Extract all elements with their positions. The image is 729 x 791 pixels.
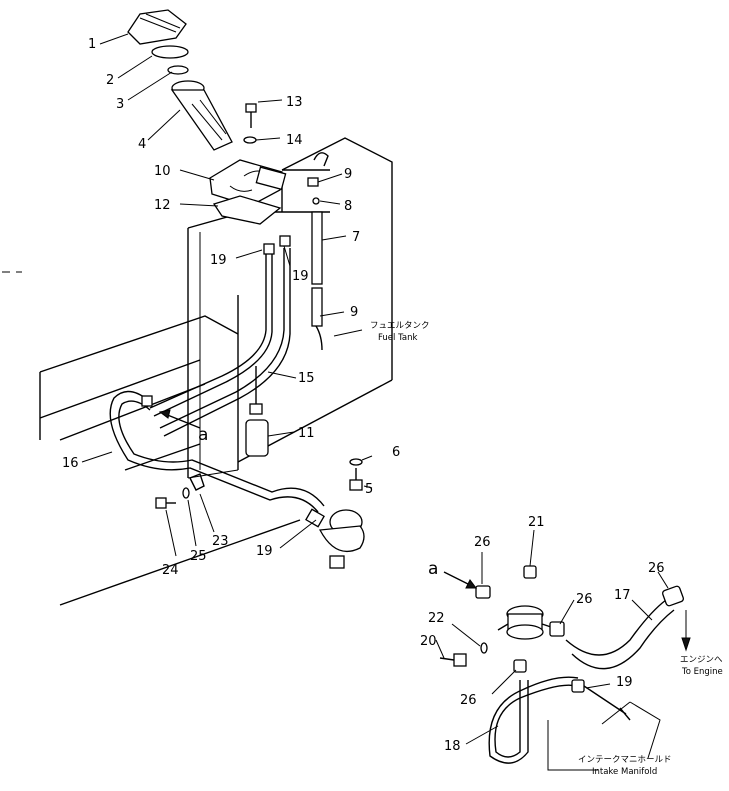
hose-18-b bbox=[488, 676, 579, 764]
callout-19-b: 19 bbox=[292, 269, 309, 284]
callout-19-d: 19 bbox=[616, 675, 633, 690]
a-arrow-upper-head bbox=[158, 409, 171, 419]
ring-2 bbox=[167, 65, 189, 75]
pump-lower bbox=[305, 508, 365, 569]
pipe-left-b bbox=[153, 254, 273, 417]
hose-17 bbox=[565, 599, 667, 656]
callout-7: 7 bbox=[352, 230, 360, 245]
callout-24: 24 bbox=[162, 563, 179, 578]
gasket-12 bbox=[212, 195, 282, 225]
callout-1: 4 bbox=[138, 137, 146, 152]
callout-19-a: 19 bbox=[210, 253, 227, 268]
fitting-9-top bbox=[307, 177, 319, 187]
clamp-26-c bbox=[513, 659, 527, 673]
callout-19-c: 19 bbox=[256, 544, 273, 559]
gasket-4 bbox=[151, 45, 189, 59]
fitting-19-a bbox=[263, 243, 275, 255]
bolt-20 bbox=[439, 653, 467, 667]
callout-8: 8 bbox=[344, 199, 352, 214]
to-engine-arrow bbox=[681, 637, 691, 652]
callout-23: 23 bbox=[212, 534, 229, 549]
clamp-26-a bbox=[475, 585, 491, 599]
washer-22 bbox=[480, 642, 488, 654]
callout-9-lower: 9 bbox=[350, 305, 358, 320]
callout-25: 25 bbox=[190, 549, 207, 564]
a-arrow-lower-head bbox=[465, 579, 477, 589]
bolt-5 bbox=[349, 468, 363, 491]
filler-cap bbox=[127, 9, 187, 45]
callout-21: 21 bbox=[528, 515, 545, 530]
fuel-tank bbox=[187, 137, 393, 479]
clamp-19-lower bbox=[571, 679, 585, 693]
to-engine-jp: エンジンへ bbox=[680, 655, 723, 665]
fuel-tank-jp: フュエルタンク bbox=[370, 321, 430, 331]
breather-bracket bbox=[313, 152, 329, 167]
pipe-15 bbox=[159, 248, 285, 429]
clamp-26-d bbox=[662, 585, 684, 607]
callout-2: 3 bbox=[116, 97, 124, 112]
callout-a-upper: a bbox=[198, 425, 208, 445]
nut-21 bbox=[523, 565, 537, 579]
hose-end bbox=[141, 395, 153, 407]
fuel-tank-en: Fuel Tank bbox=[378, 333, 417, 343]
hose-16-b bbox=[118, 400, 325, 507]
hose-16 bbox=[109, 390, 319, 513]
washer-25 bbox=[182, 487, 190, 499]
pipe-left bbox=[149, 254, 267, 409]
clamp-23 bbox=[189, 473, 205, 491]
callout-a-lower: a bbox=[428, 559, 438, 579]
callout-labels: 1 2 3 4 5 6 7 8 9 9 10 11 12 13 14 15 16… bbox=[62, 37, 665, 754]
pipe-15-b bbox=[163, 248, 291, 437]
intake-jp: インテークマニホールド bbox=[578, 755, 672, 765]
washer-14 bbox=[243, 136, 257, 144]
annotations: フュエルタンク Fuel Tank エンジンへ To Engine インテークマ… bbox=[370, 321, 723, 777]
valve-body bbox=[497, 605, 555, 640]
callout-12: 12 bbox=[154, 198, 171, 213]
callout-14: 14 bbox=[286, 133, 303, 148]
callout-26-c: 26 bbox=[648, 561, 665, 576]
callout-13: 13 bbox=[286, 95, 303, 110]
frame bbox=[2, 271, 301, 606]
filter-11 bbox=[245, 366, 269, 457]
callout-4: 2 bbox=[106, 73, 114, 88]
intake-connector bbox=[583, 685, 631, 721]
callout-5: 5 bbox=[365, 482, 373, 497]
callout-3: 1 bbox=[88, 37, 96, 52]
callout-15: 15 bbox=[298, 371, 315, 386]
callout-6: 6 bbox=[392, 445, 400, 460]
strainer-1 bbox=[170, 80, 233, 151]
hose-17-b bbox=[571, 609, 675, 670]
clamp-26-b bbox=[549, 621, 565, 637]
to-engine-en: To Engine bbox=[681, 667, 723, 677]
bolt-24 bbox=[155, 497, 176, 509]
callout-20: 20 bbox=[420, 634, 437, 649]
callout-26-a: 26 bbox=[474, 535, 491, 550]
callout-22: 22 bbox=[428, 611, 445, 626]
callout-17: 17 bbox=[614, 588, 631, 603]
callout-26-b: 26 bbox=[576, 592, 593, 607]
callout-9-top: 9 bbox=[344, 167, 352, 182]
hose-18 bbox=[494, 680, 577, 758]
callout-16: 16 bbox=[62, 456, 79, 471]
bolt-13 bbox=[245, 103, 257, 128]
callout-18: 18 bbox=[444, 739, 461, 754]
tube-7 bbox=[311, 211, 323, 351]
callout-11: 11 bbox=[298, 426, 315, 441]
callout-26-d: 26 bbox=[460, 693, 477, 708]
intake-en: Intake Manifold bbox=[592, 767, 657, 777]
callout-10: 10 bbox=[154, 164, 171, 179]
fitting-19-b bbox=[279, 235, 291, 247]
leader-lines bbox=[81, 33, 687, 771]
washer-6 bbox=[349, 458, 363, 466]
ring-8 bbox=[312, 197, 320, 205]
